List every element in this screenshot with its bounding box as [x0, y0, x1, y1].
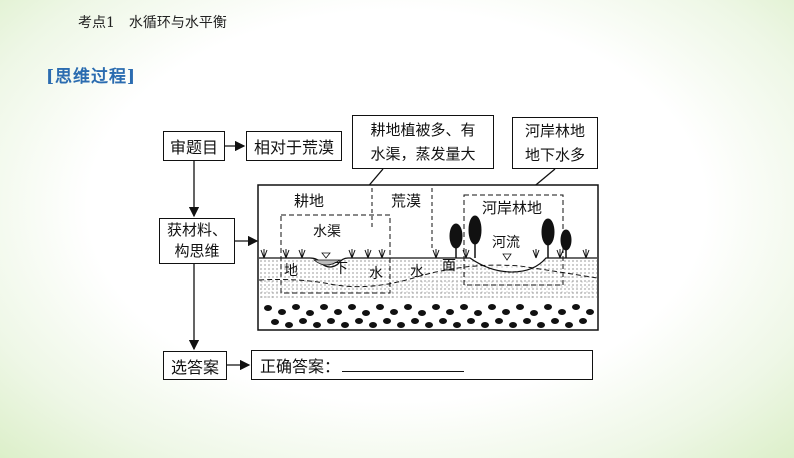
- step-answer-label: 选答案: [170, 357, 219, 377]
- step-material-box: 获材料、 构思维: [159, 218, 235, 264]
- farmland-callout-line1: 耕地植被多、有: [370, 121, 476, 139]
- canal-label: 水渠: [313, 224, 341, 240]
- step-review-box: 审题目: [163, 131, 225, 161]
- step-material-line1: 获材料、: [166, 221, 227, 239]
- canal-water: [312, 259, 342, 266]
- groundwater-zone: [259, 265, 597, 300]
- groundwater-char-4: 水: [410, 264, 424, 280]
- answer-blank: [342, 359, 465, 372]
- relative-desert-label: 相对于荒漠: [253, 138, 334, 157]
- step-material-line2: 构思维: [174, 242, 220, 260]
- canal-water-marker: [321, 252, 331, 259]
- river-label: 河流: [492, 235, 520, 251]
- groundwater-char-2: 下: [334, 261, 348, 277]
- bedrock-pebbles: [264, 304, 594, 328]
- farmland-dashed-region: [280, 214, 391, 294]
- riparian-label: 河岸林地: [482, 199, 542, 217]
- page-header: 考点1 水循环与水平衡: [78, 15, 227, 31]
- section-title: [思维过程]: [46, 67, 137, 87]
- step-review-label: 审题目: [169, 138, 218, 157]
- farmland-callout-line2: 水渠，蒸发量大: [370, 145, 476, 163]
- groundwater-char-1: 地: [284, 263, 298, 279]
- groundwater-char-3: 水: [369, 266, 383, 282]
- river-water-marker: [502, 253, 512, 261]
- farmland-label: 耕地: [294, 192, 324, 210]
- groundwater-char-5: 面: [442, 258, 456, 274]
- farmland-callout-box: 耕地植被多、有 水渠，蒸发量大: [352, 115, 494, 169]
- answer-label: 正确答案：: [260, 357, 341, 376]
- riparian-callout-line1: 河岸林地: [524, 122, 585, 140]
- riparian-callout-box: 河岸林地 地下水多: [512, 117, 598, 169]
- riparian-callout-line2: 地下水多: [524, 146, 585, 164]
- tree-icons: [449, 215, 572, 258]
- answer-box: 正确答案：: [251, 350, 593, 380]
- grass-tufts-icon: [260, 249, 590, 259]
- step-answer-box: 选答案: [163, 351, 227, 380]
- desert-label: 荒漠: [391, 192, 421, 210]
- relative-desert-box: 相对于荒漠: [246, 131, 342, 161]
